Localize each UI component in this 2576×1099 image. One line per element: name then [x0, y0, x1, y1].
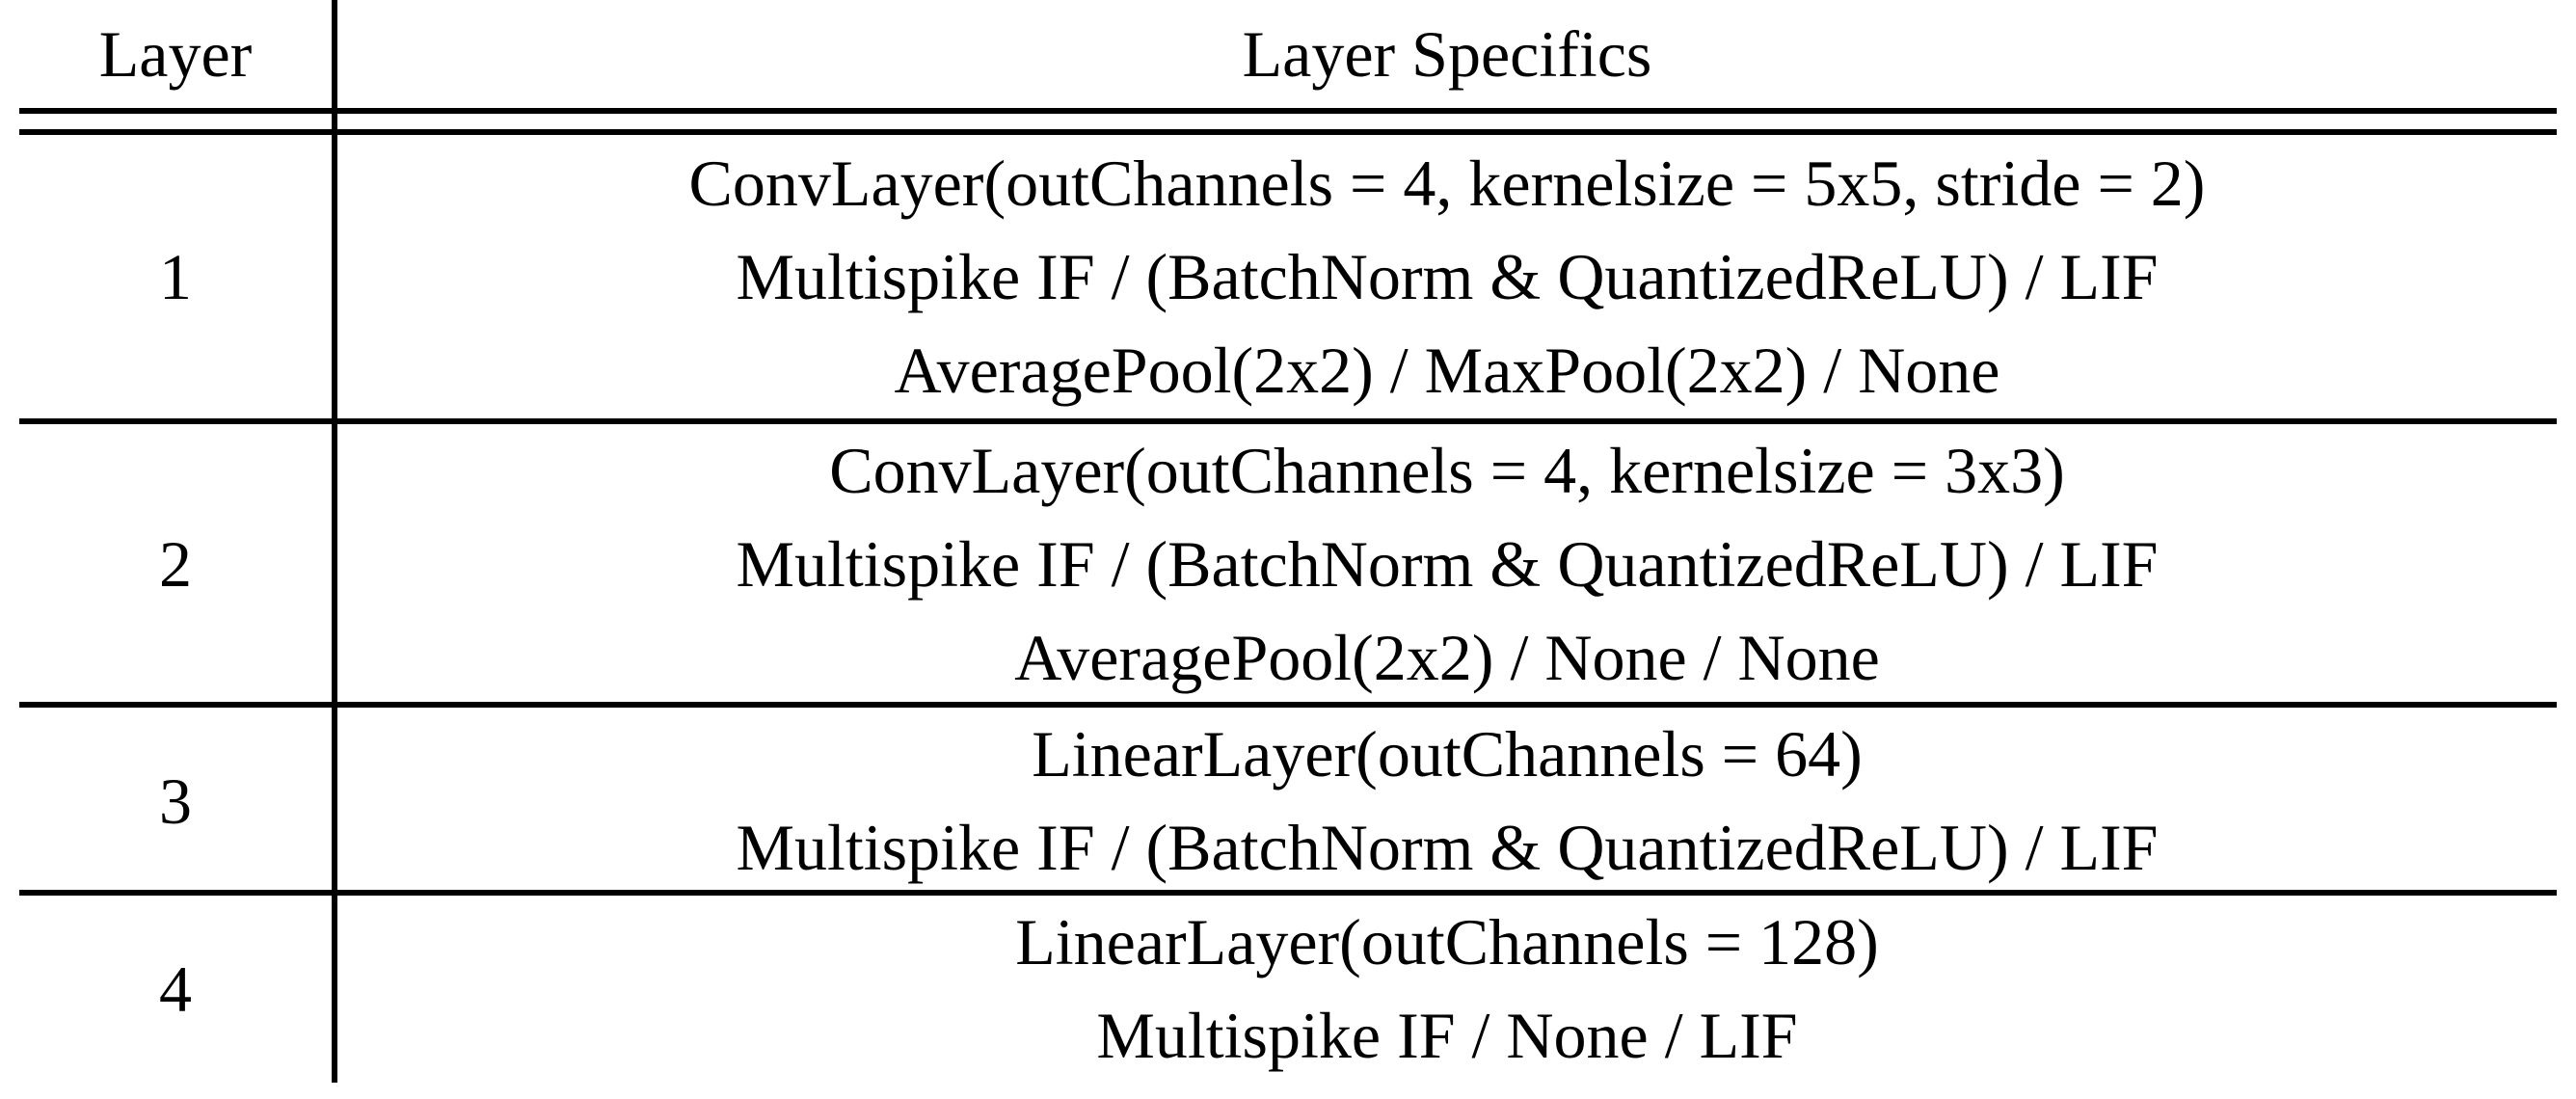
layer-number: 2 [159, 527, 192, 601]
column-header-layer-label: Layer [98, 16, 253, 91]
column-header-layer-specifics-label: Layer Specifics [1242, 16, 1652, 91]
layer-architecture-table: Layer Layer Specifics 1 ConvLayer(outCha… [19, 0, 2557, 1083]
specifics-line: Multispike IF / (BatchNorm & QuantizedRe… [736, 239, 2159, 313]
table-header-row: Layer Layer Specifics [19, 0, 2557, 114]
layer-number-cell: 2 [19, 424, 337, 705]
specifics-line: AveragePool(2x2) / None / None [1014, 621, 1880, 694]
specifics-line: LinearLayer(outChannels = 64) [1032, 717, 1863, 791]
header-double-rule-left-segment [19, 114, 337, 129]
layer-specifics-cell: LinearLayer(outChannels = 128) Multispik… [337, 896, 2557, 1083]
table-row-layer-2: 2 ConvLayer(outChannels = 4, kernelsize … [19, 424, 2557, 708]
table-row-layer-4: 4 LinearLayer(outChannels = 128) Multisp… [19, 896, 2557, 1083]
layer-number-cell: 3 [19, 708, 337, 895]
column-header-layer-specifics: Layer Specifics [337, 0, 2557, 108]
specifics-line: LinearLayer(outChannels = 128) [1015, 905, 1879, 978]
layer-number-cell: 4 [19, 896, 337, 1083]
header-double-rule [19, 114, 2557, 135]
layer-number: 4 [159, 952, 192, 1026]
column-header-layer: Layer [19, 0, 337, 108]
layer-specifics-cell: ConvLayer(outChannels = 4, kernelsize = … [337, 424, 2557, 705]
header-double-rule-right-segment [337, 114, 2557, 129]
specifics-line: AveragePool(2x2) / MaxPool(2x2) / None [894, 333, 2000, 407]
specifics-line: Multispike IF / (BatchNorm & QuantizedRe… [736, 811, 2159, 884]
layer-number-cell: 1 [19, 135, 337, 418]
specifics-line: ConvLayer(outChannels = 4, kernelsize = … [829, 434, 2065, 507]
layer-specifics-cell: ConvLayer(outChannels = 4, kernelsize = … [337, 135, 2557, 418]
layer-number: 1 [159, 239, 192, 313]
layer-specifics-cell: LinearLayer(outChannels = 64) Multispike… [337, 708, 2557, 895]
specifics-line: Multispike IF / (BatchNorm & QuantizedRe… [736, 527, 2159, 601]
table-row-layer-1: 1 ConvLayer(outChannels = 4, kernelsize … [19, 135, 2557, 424]
specifics-line: ConvLayer(outChannels = 4, kernelsize = … [688, 146, 2206, 220]
specifics-line: Multispike IF / None / LIF [1096, 999, 1798, 1072]
layer-number: 3 [159, 764, 192, 838]
table-row-layer-3: 3 LinearLayer(outChannels = 64) Multispi… [19, 708, 2557, 896]
